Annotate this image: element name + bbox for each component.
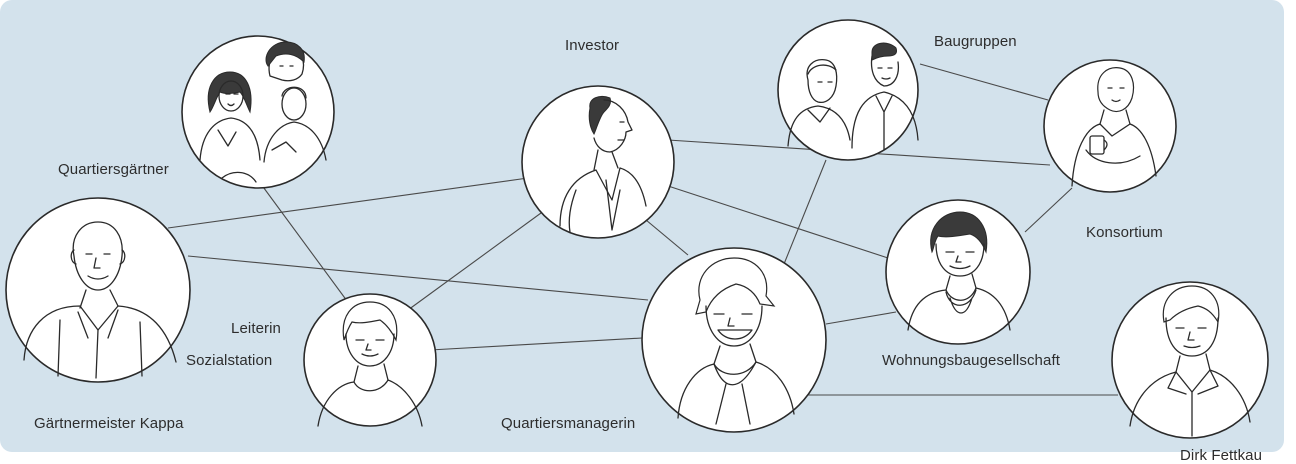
edge-baugruppen-konsortium bbox=[919, 63, 1049, 101]
node-circle bbox=[1111, 281, 1269, 439]
node-wohnungsbau[interactable] bbox=[885, 199, 1031, 345]
node-circle bbox=[641, 247, 827, 433]
node-circle bbox=[1043, 59, 1177, 193]
label-gaertnermeister: Gärtnermeister Kappa bbox=[34, 415, 184, 432]
node-circle bbox=[777, 19, 919, 161]
node-baugruppen[interactable] bbox=[777, 19, 919, 161]
edge-leiterin-investor bbox=[407, 204, 553, 311]
label-quartiersmanagerin: Quartiersmanagerin bbox=[501, 415, 635, 432]
smiling-woman-with-scarf-illustration bbox=[677, 257, 795, 425]
labels: Investor Baugruppen Quartiersgärtner Kon… bbox=[34, 33, 1262, 464]
label-konsortium: Konsortium bbox=[1086, 224, 1163, 241]
edge-konsortium-wohnungsbau bbox=[1024, 187, 1073, 233]
node-circle bbox=[885, 199, 1031, 345]
node-circle bbox=[181, 35, 335, 189]
edge-gaertnermeister-investor bbox=[167, 177, 529, 229]
label-leiterin-line1: Leiterin bbox=[231, 320, 281, 337]
node-fettkau[interactable] bbox=[1111, 281, 1269, 439]
label-leiterin-line2: Sozialstation bbox=[186, 352, 272, 369]
label-quartiersgaertner: Quartiersgärtner bbox=[58, 161, 169, 178]
label-investor: Investor bbox=[565, 37, 619, 54]
edge-investor-wohnungsbau bbox=[661, 183, 889, 259]
node-circle bbox=[303, 293, 437, 427]
node-gaertnermeister[interactable] bbox=[5, 197, 191, 383]
label-fettkau: Dirk Fettkau bbox=[1180, 447, 1262, 464]
node-konsortium[interactable] bbox=[1043, 59, 1177, 193]
edge-gaertnermeister-quartiersmanagerin bbox=[187, 255, 649, 301]
edge-leiterin-quartiersmanagerin bbox=[429, 337, 643, 351]
edge-quartiersmanagerin-wohnungsbau bbox=[825, 311, 897, 325]
young-man-with-collar-illustration bbox=[1129, 285, 1251, 437]
edge-quartiersgaertner-leiterin bbox=[257, 179, 351, 306]
bald-man-illustration bbox=[23, 221, 177, 379]
node-quartiersmanagerin[interactable] bbox=[641, 247, 827, 433]
two-men-illustration bbox=[787, 42, 919, 151]
node-investor[interactable] bbox=[521, 85, 675, 239]
woman-holding-cup-illustration bbox=[1071, 67, 1157, 187]
man-in-suit-profile-illustration bbox=[559, 95, 647, 233]
label-baugruppen: Baugruppen bbox=[934, 33, 1017, 50]
node-leiterin[interactable] bbox=[303, 293, 437, 427]
group-of-three-people-illustration bbox=[199, 41, 327, 183]
short-haired-woman-illustration bbox=[317, 301, 423, 427]
label-wohnungsbau: Wohnungsbaugesellschaft bbox=[882, 352, 1061, 369]
edge-baugruppen-quartiersmanagerin bbox=[783, 159, 827, 265]
edges bbox=[167, 63, 1118, 396]
node-circle bbox=[521, 85, 675, 239]
node-quartiersgaertner[interactable] bbox=[181, 35, 335, 189]
woman-with-necklace-illustration bbox=[907, 211, 1011, 331]
